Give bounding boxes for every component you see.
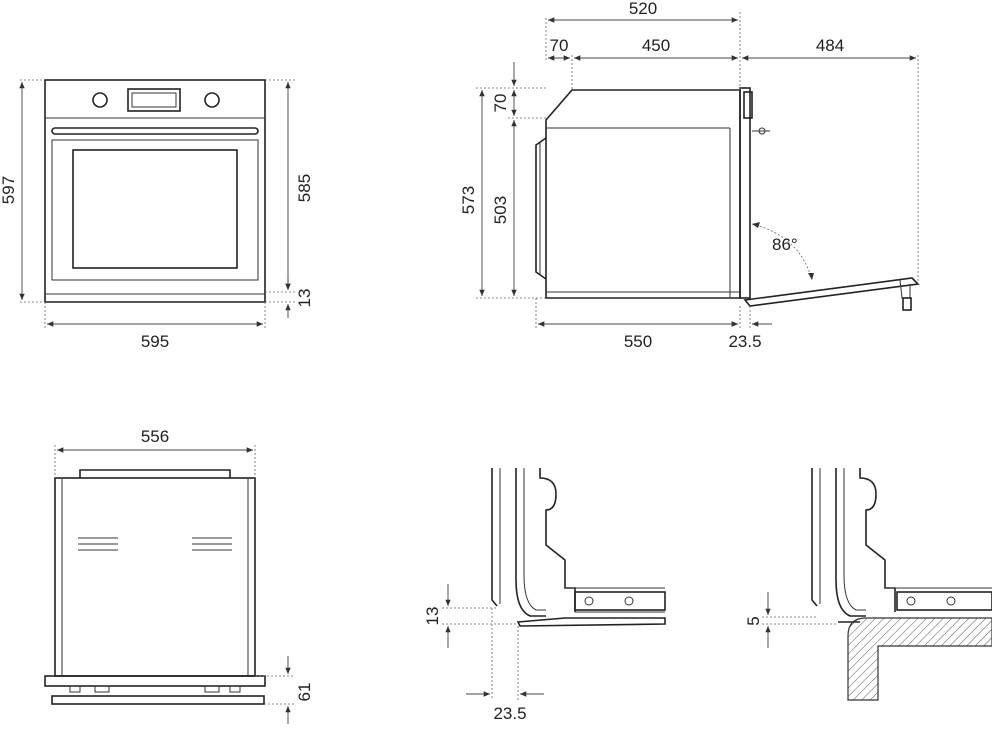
dim-side-top-offset: 70 xyxy=(491,94,510,113)
detail-a-door xyxy=(516,617,666,627)
dim-top-bottom-height: 61 xyxy=(295,683,314,702)
top-front-panel xyxy=(44,675,266,687)
door-handle xyxy=(51,127,259,135)
top-rear-lip xyxy=(79,469,231,478)
dim-door-angle: 86° xyxy=(772,235,798,254)
detail-b-hinge xyxy=(896,591,992,611)
dim-front-width: 595 xyxy=(141,332,169,351)
front-dimensions: 597 585 13 595 xyxy=(0,79,314,351)
hinge-pin-icon xyxy=(584,596,594,606)
detail-a xyxy=(491,468,666,627)
dim-side-total-height: 573 xyxy=(459,186,478,214)
rear-bulge xyxy=(535,137,547,280)
dim-side-panel-depth: 70 xyxy=(550,36,569,55)
dim-side-base-depth: 550 xyxy=(624,332,652,351)
dim-side-body-height: 503 xyxy=(491,196,510,224)
top-door xyxy=(51,695,265,705)
dim-top-width: 556 xyxy=(141,427,169,446)
top-view xyxy=(44,469,266,705)
dim-side-total-depth: 520 xyxy=(629,0,657,18)
hinge-pin-icon xyxy=(946,596,956,606)
hinge-pin-icon xyxy=(906,596,916,606)
front-panel xyxy=(739,87,751,299)
dim-front-body-height: 585 xyxy=(295,174,314,202)
side-body-outline xyxy=(545,89,741,299)
vent-right-icon xyxy=(192,537,232,551)
door-foot xyxy=(902,297,912,311)
dim-front-height: 597 xyxy=(0,176,18,204)
cabinet-shelf xyxy=(847,617,992,701)
dim-detail-a-offset: 23.5 xyxy=(493,704,526,723)
side-dimensions: 520 70 450 484 573 70 503 550 23.5 xyxy=(459,0,919,351)
display-panel xyxy=(127,88,181,112)
detail-a-dimensions: 13 23.5 xyxy=(423,584,544,723)
top-body-outline xyxy=(54,477,256,677)
right-knob-icon xyxy=(204,92,220,108)
vent-left-icon xyxy=(78,537,118,551)
front-view xyxy=(44,79,266,303)
door-window xyxy=(72,149,238,269)
dim-door-open-length: 484 xyxy=(816,36,844,55)
detail-a-hinge xyxy=(574,591,666,611)
detail-b-dimensions: 5 xyxy=(744,592,838,648)
angle-arc xyxy=(751,223,813,281)
hinge-pin-icon xyxy=(624,596,634,606)
side-view: 86° xyxy=(535,87,920,311)
detail-b xyxy=(811,468,992,701)
dim-front-bottom-gap: 13 xyxy=(295,289,314,308)
dim-detail-b-gap: 5 xyxy=(744,616,763,625)
left-knob-icon xyxy=(92,92,108,108)
dim-door-thickness: 23.5 xyxy=(728,332,761,351)
top-dimensions: 556 61 xyxy=(54,427,314,724)
open-door xyxy=(743,277,920,307)
dim-side-body-depth: 450 xyxy=(642,36,670,55)
dim-detail-a-gap: 13 xyxy=(423,607,442,626)
